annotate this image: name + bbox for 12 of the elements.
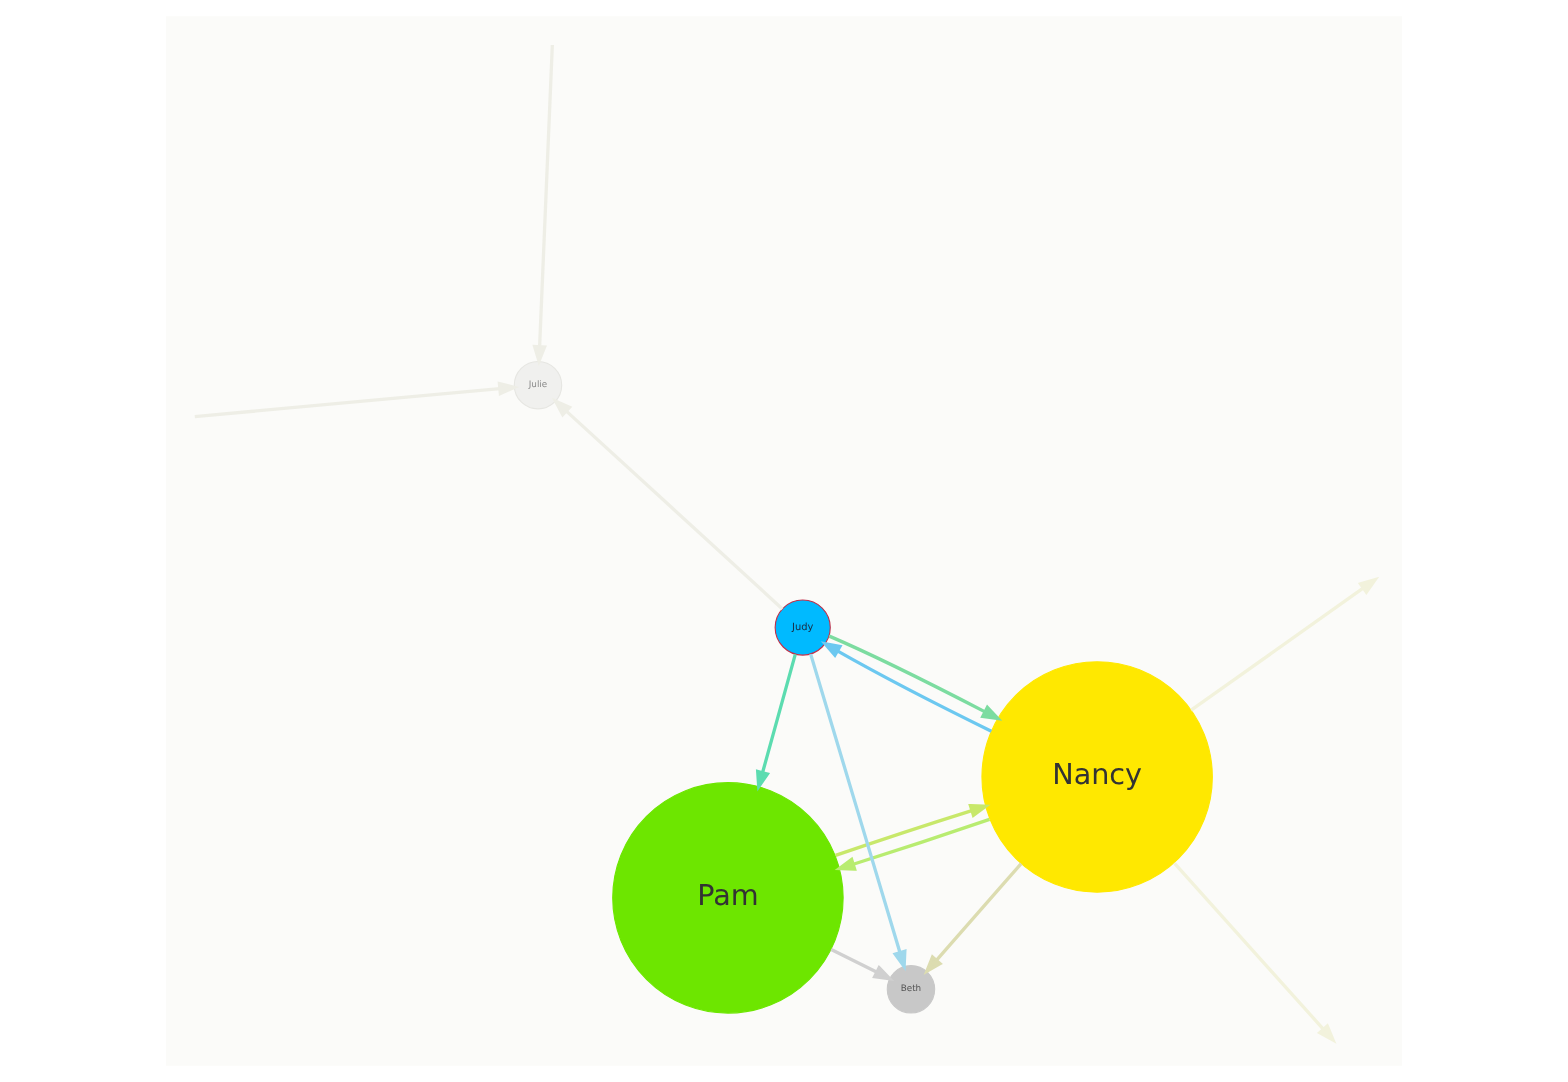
arrow [834, 817, 991, 871]
arrow [828, 634, 1003, 721]
node-circle: Pam [612, 782, 844, 1014]
arrow [820, 641, 993, 733]
arrow [1190, 576, 1380, 712]
arrow [830, 947, 895, 981]
arrow [755, 654, 797, 792]
arrow [923, 862, 1023, 975]
arrow [809, 653, 907, 972]
arrow [551, 397, 784, 611]
arrow [1173, 861, 1337, 1044]
arrow [835, 803, 991, 857]
